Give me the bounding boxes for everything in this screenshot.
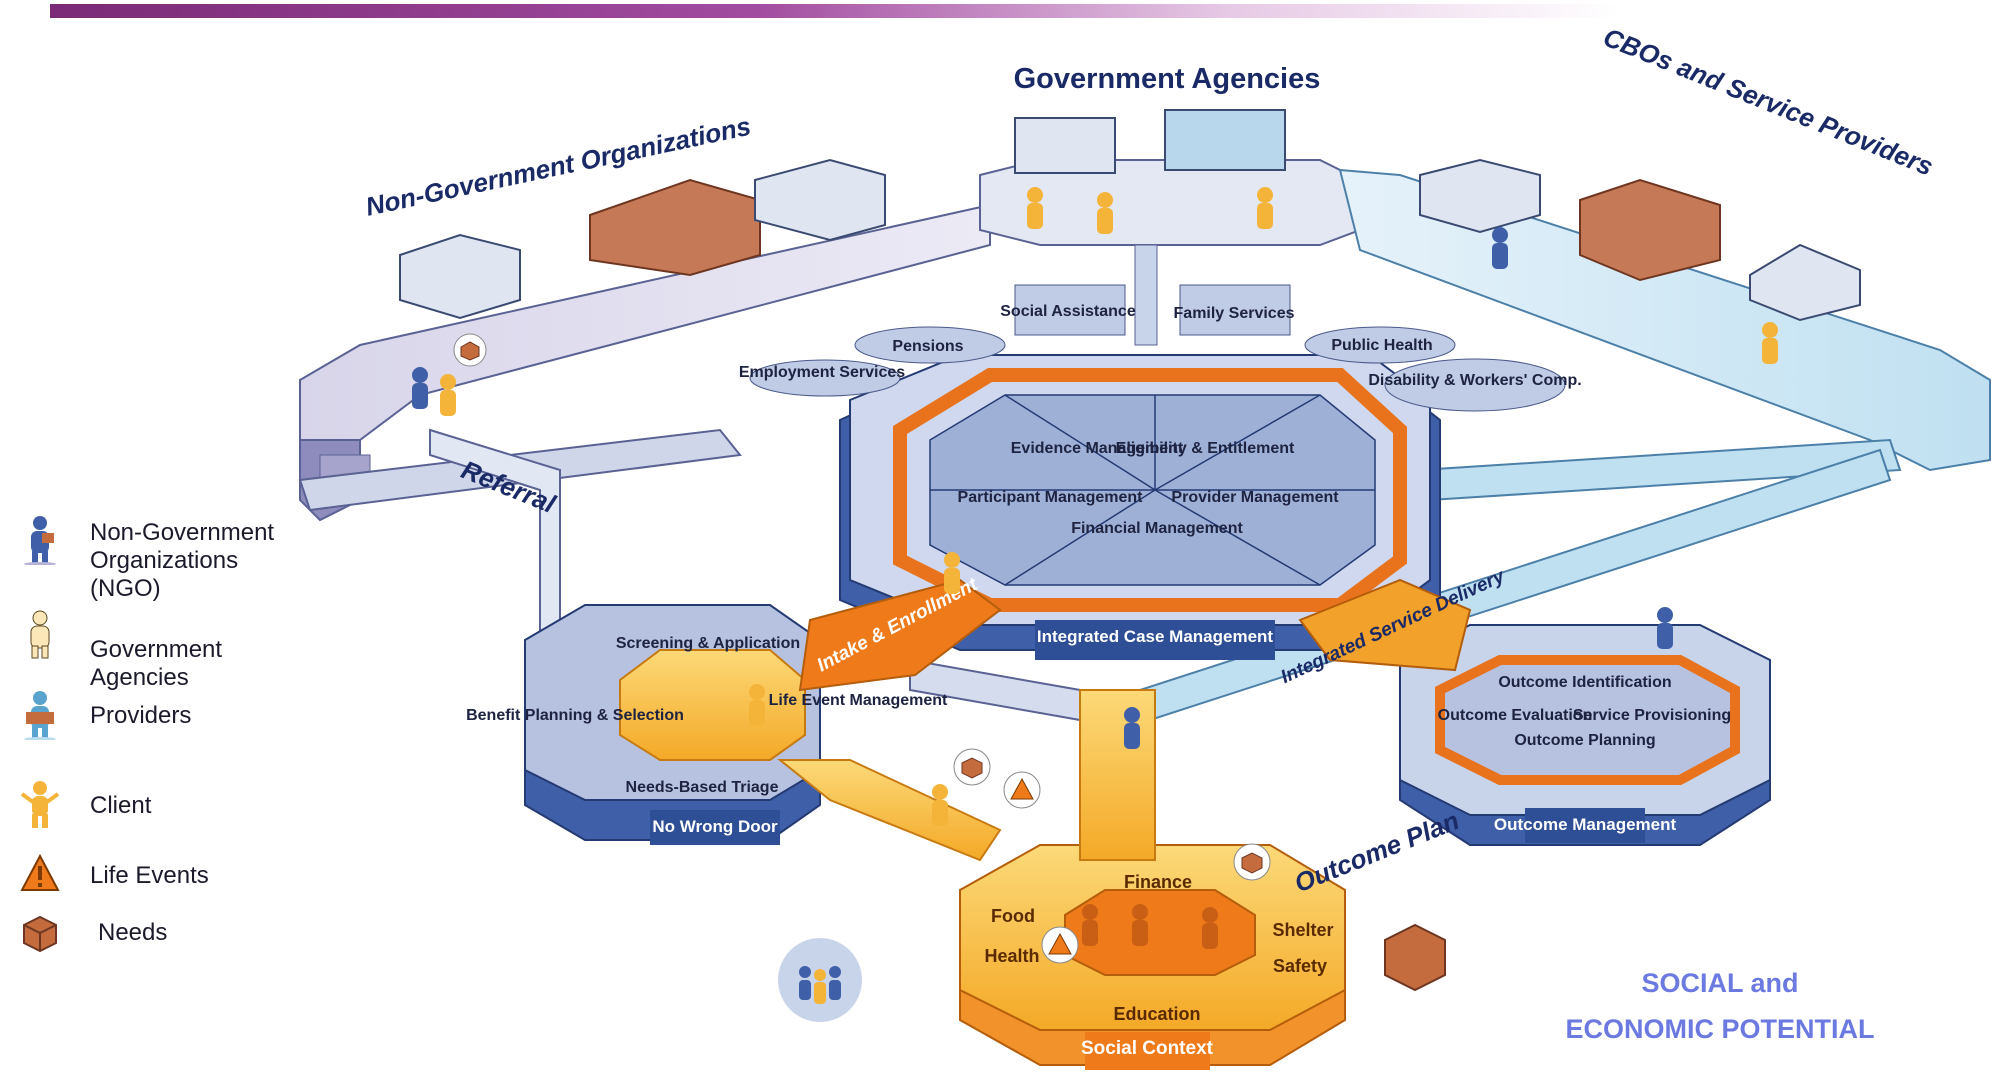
person-icon (1492, 227, 1508, 269)
warning-triangle-icon (1003, 771, 1041, 809)
outcome-management-label: Outcome Management (1494, 815, 1677, 834)
warning-triangle-icon (1041, 926, 1079, 964)
legend-row-government: Government Agencies (10, 610, 310, 691)
integrated-case-management-hub: Integrated Case Management Evidence Mana… (839, 354, 1441, 660)
service-provisioning: Service Provisioning (1573, 707, 1731, 724)
legend-label: Needs (98, 919, 168, 946)
group-people-icon (778, 938, 862, 1022)
social-line-1: SOCIAL and (1641, 968, 1799, 998)
person-icon (932, 784, 948, 826)
social-health: Health (984, 946, 1039, 966)
hub-center-label: Integrated Case Management (1037, 627, 1274, 646)
legend-label: Client (90, 792, 152, 819)
box-icon (1384, 923, 1446, 992)
building-icon (1164, 109, 1286, 171)
hub-module-provider: Provider Management (1171, 489, 1339, 506)
government-agencies-heading: Government Agencies (1014, 63, 1321, 95)
building-icon (754, 158, 886, 242)
hub-module-participant: Participant Management (958, 489, 1144, 506)
social-safety: Safety (1273, 956, 1327, 976)
referral-walkway (298, 428, 1081, 722)
person-icon (1257, 187, 1273, 229)
building-icon (399, 233, 521, 320)
social-shelter: Shelter (1272, 920, 1333, 940)
cbo-buildings (1419, 158, 1861, 322)
social-education: Education (1113, 1004, 1200, 1024)
provider-person-icon (24, 691, 56, 740)
ngo-buildings (399, 158, 886, 320)
legend-label: Providers (90, 702, 192, 729)
box-icon (23, 915, 57, 953)
no-wrong-door-hex: No Wrong Door Screening & Application Be… (466, 604, 948, 845)
life-event-management: Life Event Management (769, 692, 948, 709)
social-economic-potential: SOCIAL and ECONOMIC POTENTIAL (1520, 960, 1920, 1052)
person-icon (1657, 607, 1673, 649)
program-public-health: Public Health (1331, 337, 1432, 354)
person-icon (1202, 907, 1218, 949)
legend-label: Government Agencies (90, 636, 223, 691)
people-figures (412, 187, 1778, 949)
top-accent-bar (50, 4, 1620, 18)
benefit-planning-selection: Benefit Planning & Selection (466, 707, 684, 724)
person-icon (1097, 192, 1113, 234)
person-icon (1027, 187, 1043, 229)
box-icon (1233, 843, 1271, 881)
program-platforms: Pensions Employment Services Social Assi… (739, 284, 1582, 412)
program-employment-services: Employment Services (739, 364, 905, 381)
legend-row-client: Client (10, 780, 310, 830)
person-icon (1132, 904, 1148, 946)
cbo-heading: CBOs and Service Providers (1599, 22, 1937, 182)
program-disability: Disability & Workers' Comp. (1368, 372, 1581, 389)
scattered-icons (453, 333, 1446, 1022)
social-finance: Finance (1124, 872, 1192, 892)
government-person-icon (30, 610, 50, 659)
building-icon (1014, 117, 1116, 174)
building-icon (1419, 158, 1541, 234)
client-person-icon (20, 781, 60, 828)
ngo-person-icon (24, 516, 56, 565)
no-wrong-door-label: No Wrong Door (652, 817, 778, 836)
legend-row-life-events: Life Events (10, 850, 310, 900)
warning-triangle-icon (20, 853, 60, 891)
screening-application: Screening & Application (616, 635, 800, 652)
outcome-plan-label: Outcome Plan (1290, 805, 1463, 898)
building-icon (589, 178, 761, 277)
outcome-management-hex: Outcome Management Outcome Identificatio… (1399, 624, 1771, 846)
social-line-2: ECONOMIC POTENTIAL (1565, 1014, 1875, 1044)
outcome-evaluation: Outcome Evaluation (1438, 707, 1593, 724)
legend-row-providers: Providers (10, 690, 310, 740)
legend-row-ngo: Non-Government Organizations (NGO) (10, 515, 310, 602)
person-icon (412, 367, 428, 409)
social-food: Food (991, 906, 1035, 926)
person-icon (749, 684, 765, 726)
program-pensions: Pensions (892, 338, 963, 355)
person-icon (1082, 904, 1098, 946)
person-icon (440, 374, 456, 416)
building-icon (1579, 178, 1721, 282)
hub-module-evidence: Evidence Management (1011, 440, 1184, 457)
legend-row-needs: Needs (10, 907, 310, 957)
outcome-planning: Outcome Planning (1514, 732, 1655, 749)
social-context-hex: Social Context Finance Food Shelter Heal… (959, 844, 1346, 1070)
person-icon (1762, 322, 1778, 364)
box-icon (953, 748, 991, 786)
building-icon (1749, 243, 1861, 322)
hub-module-eligibility: Eligibility & Entitlement (1116, 440, 1295, 457)
person-icon (944, 552, 960, 594)
hub-module-financial: Financial Management (1071, 520, 1243, 537)
legend-label: Life Events (90, 862, 209, 889)
program-social-assistance: Social Assistance (1000, 303, 1136, 320)
outcome-identification: Outcome Identification (1498, 674, 1671, 691)
legend-label: Non-Government Organizations (NGO) (90, 519, 275, 602)
government-buildings (1014, 109, 1286, 174)
needs-based-triage: Needs-Based Triage (626, 779, 779, 796)
box-icon (453, 333, 487, 367)
program-family-services: Family Services (1174, 305, 1295, 322)
social-context-label: Social Context (1081, 1038, 1214, 1059)
person-icon (1124, 707, 1140, 749)
